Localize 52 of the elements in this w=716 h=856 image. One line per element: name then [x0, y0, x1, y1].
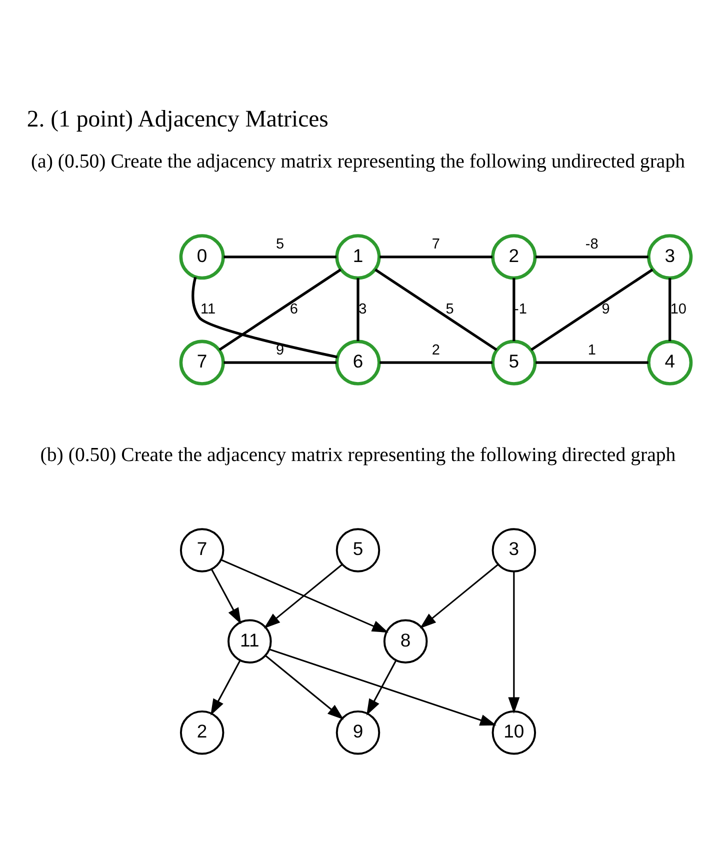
node-circle: 4	[647, 340, 693, 386]
arrow	[264, 564, 343, 628]
arrow	[269, 648, 496, 726]
edge-label: 11	[200, 301, 216, 318]
edge-label: 10	[670, 301, 687, 318]
node-circle: 5	[336, 528, 380, 572]
edge-label: -1	[514, 301, 527, 318]
edge-label: 9	[602, 301, 610, 318]
edge-label: 6	[290, 301, 298, 318]
node-circle: 6	[335, 340, 381, 386]
connector	[536, 256, 648, 258]
node-circle: 3	[647, 234, 693, 280]
connector	[224, 361, 336, 364]
node-circle: 7	[180, 528, 224, 572]
connector	[374, 268, 498, 351]
diagram-title: 2. (1 point) Adjacency Matrices	[26, 106, 328, 133]
edge-label: 2	[432, 342, 440, 358]
connector	[536, 361, 648, 364]
arrow	[420, 564, 498, 628]
arrow	[508, 571, 520, 714]
connector	[224, 256, 336, 258]
connector	[218, 268, 342, 351]
node-circle: 9	[336, 710, 380, 755]
node-circle: 3	[492, 528, 536, 572]
connector	[380, 361, 492, 364]
node-circle: 0	[179, 234, 225, 280]
edge-label: 5	[446, 301, 454, 318]
connector	[512, 278, 516, 342]
connector	[668, 278, 672, 342]
node-circle: 1	[335, 234, 381, 280]
edge-label: 7	[432, 236, 440, 253]
edge-label: 5	[276, 236, 284, 253]
label: (a) (0.50) Create the adjacency matrix representing the following undirected graph	[30, 150, 686, 173]
node-circle: 2	[491, 234, 537, 280]
edge-label: -8	[585, 236, 598, 253]
arrow	[366, 660, 397, 716]
connector	[356, 278, 360, 342]
node-circle: 10	[492, 710, 536, 755]
arrow	[211, 569, 242, 624]
arrow	[220, 559, 389, 633]
arrow	[265, 655, 344, 720]
connector	[380, 256, 492, 258]
node-circle: 5	[491, 340, 537, 386]
arrow	[210, 660, 241, 716]
node-circle: 11	[228, 619, 272, 664]
node-circle: 2	[180, 710, 224, 755]
label: (b) (0.50) Create the adjacency matrix representing the following directed graph	[40, 444, 676, 466]
node-circle: 7	[179, 340, 225, 386]
connector	[530, 268, 654, 351]
connector	[192, 276, 338, 358]
node-circle: 8	[383, 619, 428, 664]
edge-label: 1	[588, 342, 596, 358]
